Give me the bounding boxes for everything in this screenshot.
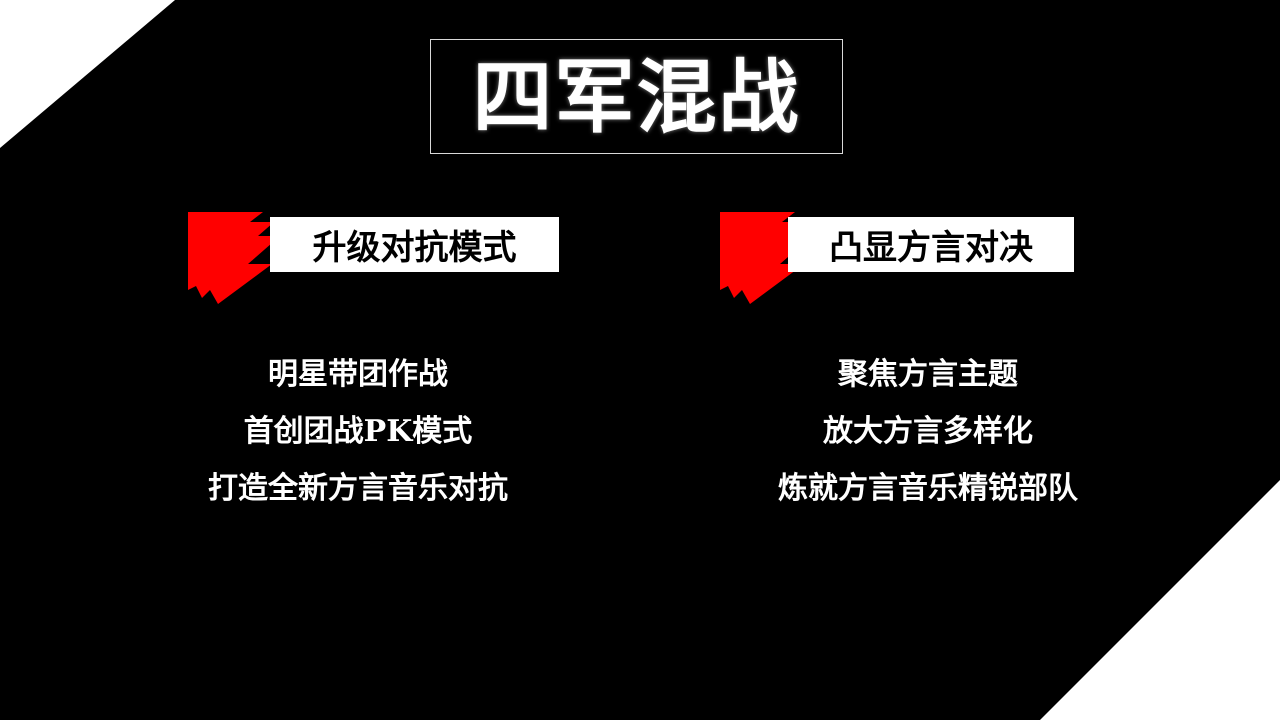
title-frame: 四军混战 [430,39,843,154]
section-list-dialect: 聚焦方言主题 放大方言多样化 炼就方言音乐精锐部队 [758,346,1098,517]
section-list-upgrade: 明星带团作战 首创团战PK模式 打造全新方言音乐对抗 [188,346,528,517]
section-heading-label: 凸显方言对决 [788,217,1074,272]
list-item: 首创团战PK模式 [243,414,473,449]
list-item: 打造全新方言音乐对抗 [208,471,508,506]
list-item: 明星带团作战 [268,357,448,392]
slide-title: 四军混战 [472,49,801,144]
section-heading-upgrade: 升级对抗模式 [188,212,560,304]
list-item: 聚焦方言主题 [838,357,1018,392]
section-heading-dialect: 凸显方言对决 [720,212,1076,304]
red-zigzag-icon [188,212,280,304]
section-heading-label: 升级对抗模式 [270,217,559,272]
list-item: 放大方言多样化 [823,414,1033,449]
list-item: 炼就方言音乐精锐部队 [778,471,1078,506]
